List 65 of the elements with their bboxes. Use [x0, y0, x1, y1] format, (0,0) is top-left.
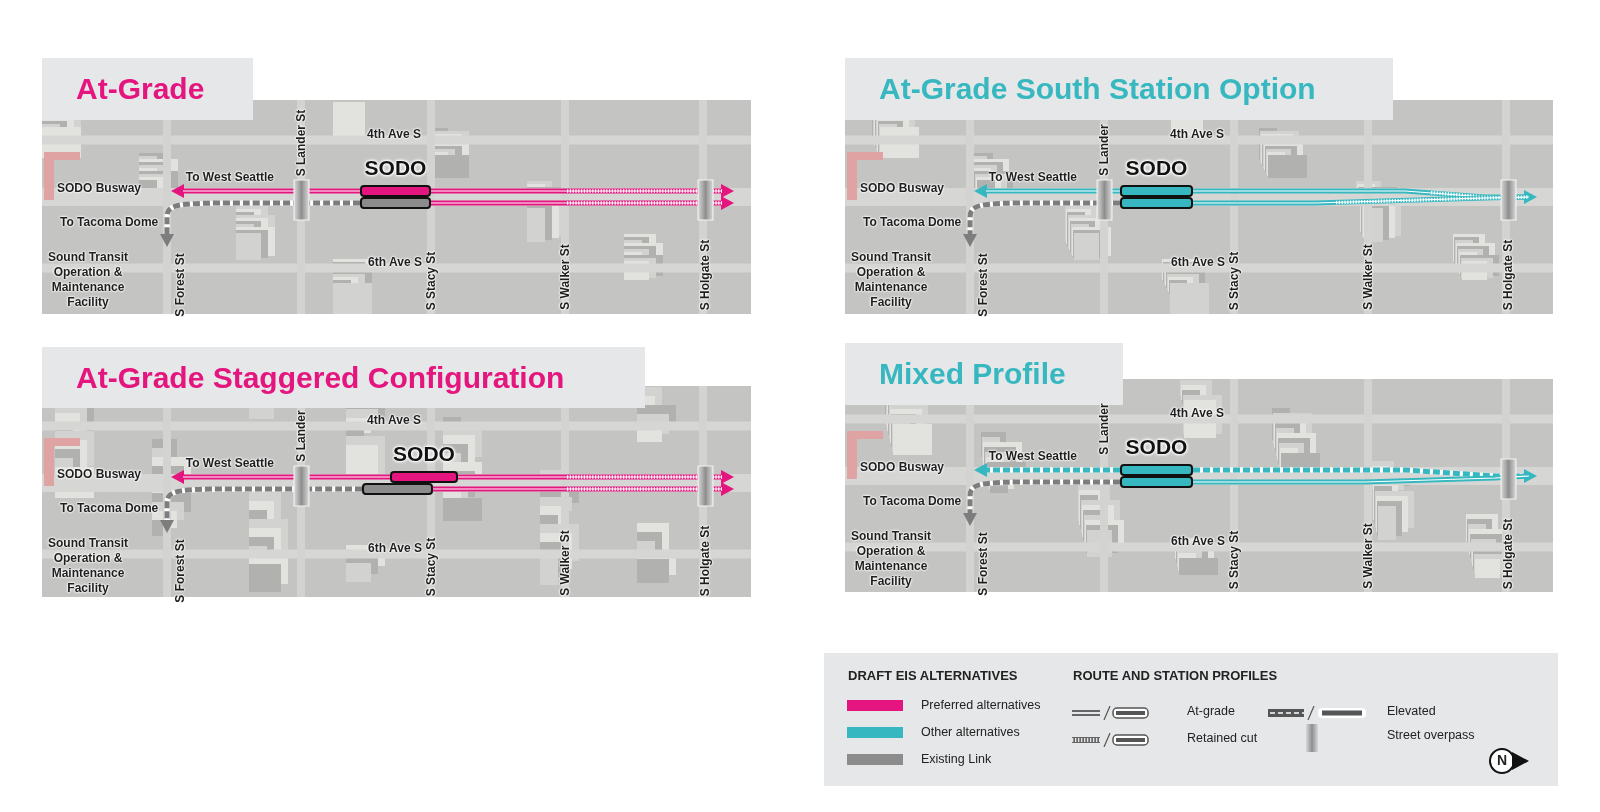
street-label: S Lander	[294, 410, 308, 462]
street-label: 6th Ave S	[1171, 534, 1225, 548]
street-label: SODO Busway	[57, 467, 141, 481]
facility-label: Sound Transit Operation & Maintenance Facility	[47, 536, 129, 596]
existing-platform	[360, 197, 431, 209]
street-label: 6th Ave S	[368, 255, 422, 269]
street-label: S Forest St	[173, 253, 187, 317]
direction-label: To West Seattle	[185, 170, 274, 184]
street-label: S Walker St	[558, 530, 572, 596]
legend-label: Elevated	[1387, 704, 1436, 719]
panel-title: At-Grade South Station Option	[879, 72, 1316, 106]
panel-title: Mixed Profile	[879, 357, 1066, 391]
direction-label: To West Seattle	[988, 449, 1077, 463]
legend-label: Retained cut	[1187, 731, 1258, 746]
street-label: SODO Busway	[860, 460, 944, 474]
legend-label: Preferred alternatives	[921, 698, 1041, 713]
street-label: 6th Ave S	[1171, 255, 1225, 269]
street-label: S Stacy St	[1227, 530, 1241, 589]
station-name: SODO	[393, 442, 455, 466]
street-label: S Forest St	[173, 539, 187, 603]
station-name: SODO	[1125, 435, 1188, 459]
north-label: N	[1497, 753, 1508, 768]
direction-label: To Tacoma Dome	[60, 215, 159, 229]
panel-title: At-Grade	[76, 72, 205, 106]
street-label: S Forest St	[976, 253, 990, 317]
facility-label: Sound Transit Operation & Maintenance Facility	[850, 529, 932, 589]
street-label: 6th Ave S	[368, 541, 422, 555]
station-name: SODO	[364, 156, 427, 180]
street-label: S Walker St	[1361, 523, 1375, 589]
street-label: 4th Ave S	[1170, 406, 1224, 420]
street-label: 4th Ave S	[367, 127, 421, 141]
station-name: SODO	[1125, 156, 1188, 180]
facility-label: Sound Transit Operation & Maintenance Facility	[850, 250, 932, 310]
street-label: S Holgate St	[698, 525, 712, 596]
street-label: S Holgate St	[698, 239, 712, 310]
street-label: S Walker St	[558, 244, 572, 310]
street-label: 4th Ave S	[367, 413, 421, 427]
legend-label: Other alternatives	[921, 725, 1020, 740]
street-label: S Holgate St	[1501, 239, 1515, 310]
facility-label: Sound Transit Operation & Maintenance Facility	[47, 250, 129, 310]
direction-label: To West Seattle	[185, 456, 274, 470]
street-label: SODO Busway	[860, 181, 944, 195]
street-label: 4th Ave S	[1170, 127, 1224, 141]
legend-heading: DRAFT EIS ALTERNATIVES	[848, 668, 1018, 683]
legend-label: Existing Link	[921, 752, 992, 767]
direction-label: To Tacoma Dome	[863, 494, 962, 508]
existing-platform	[362, 483, 433, 495]
street-label: S Walker St	[1361, 244, 1375, 310]
street-label: S Lander	[1097, 403, 1111, 455]
legend-label: At-grade	[1187, 704, 1235, 719]
legend-heading: ROUTE AND STATION PROFILES	[1073, 668, 1278, 683]
panel-title: At-Grade Staggered Configuration	[76, 360, 565, 395]
direction-label: To Tacoma Dome	[863, 215, 962, 229]
legend-label: Street overpass	[1387, 728, 1475, 743]
street-label: S Stacy St	[1227, 251, 1241, 310]
street-label: S Lander	[1097, 124, 1111, 176]
street-label: S Stacy St	[424, 537, 438, 596]
street-label: SODO Busway	[57, 181, 141, 195]
street-label: S Holgate St	[1501, 518, 1515, 589]
street-label: S Stacy St	[424, 251, 438, 310]
direction-label: To West Seattle	[988, 170, 1077, 184]
street-label: S Lander St	[294, 109, 308, 176]
map-panel	[42, 347, 751, 597]
street-label: S Forest St	[976, 532, 990, 596]
direction-label: To Tacoma Dome	[60, 501, 159, 515]
